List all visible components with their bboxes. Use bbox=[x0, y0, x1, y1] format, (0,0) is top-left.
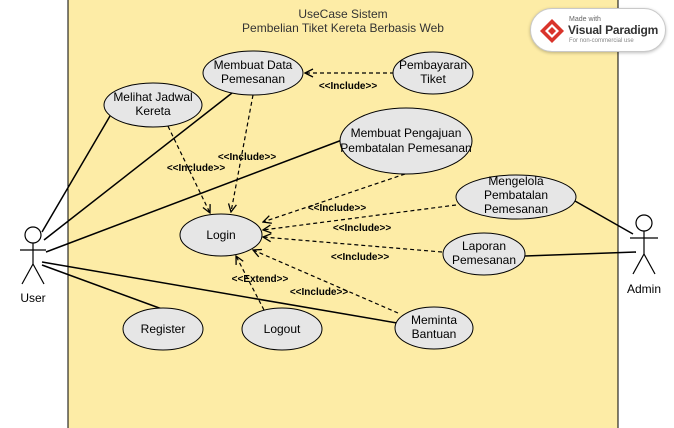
use-case-laporan-pemesanan[interactable]: Laporan Pemesanan bbox=[442, 232, 526, 276]
svg-text:Pembatalan: Pembatalan bbox=[484, 188, 548, 202]
svg-text:Melihat Jadwal: Melihat Jadwal bbox=[113, 90, 192, 104]
visual-paradigm-logo-icon bbox=[540, 19, 564, 43]
diagram-title: UseCase Sistem bbox=[298, 7, 387, 21]
include-label: <<Include>> bbox=[319, 81, 378, 92]
actor-user-label: User bbox=[20, 291, 45, 305]
relationship-labels: <<Include>> <<Include>> <<Include>> <<In… bbox=[167, 81, 392, 298]
include-label: <<Include>> bbox=[290, 287, 349, 298]
include-label: <<Include>> bbox=[167, 163, 226, 174]
use-case-register[interactable]: Register bbox=[122, 307, 204, 351]
actor-user[interactable]: User bbox=[20, 226, 46, 305]
use-case-mengelola-pembatalan-pemesanan[interactable]: Mengelola Pembatalan Pemesanan bbox=[455, 174, 577, 220]
watermark-subtitle: For non-commercial use bbox=[569, 38, 634, 44]
svg-text:Pemesanan: Pemesanan bbox=[484, 202, 548, 216]
use-case-membuat-pengajuan-pembatalan[interactable]: Membuat Pengajuan Pembatalan Pemesanan bbox=[339, 107, 473, 175]
watermark-made-with: Made with bbox=[569, 16, 601, 23]
use-case-meminta-bantuan[interactable]: Meminta Bantuan bbox=[394, 306, 474, 350]
visual-paradigm-watermark[interactable]: Made with Visual Paradigm For non-commer… bbox=[530, 8, 666, 52]
diagram-subtitle: Pembelian Tiket Kereta Berbasis Web bbox=[242, 21, 444, 35]
associations bbox=[41, 92, 637, 324]
svg-text:Membuat Data: Membuat Data bbox=[214, 58, 293, 72]
svg-text:Pembayaran: Pembayaran bbox=[399, 58, 467, 72]
include-label: <<Include>> bbox=[218, 152, 277, 163]
svg-text:Register: Register bbox=[141, 322, 186, 336]
extend-label: <<Extend>> bbox=[232, 274, 289, 285]
svg-text:Pembatalan Pemesanan: Pembatalan Pemesanan bbox=[340, 141, 471, 155]
svg-text:Kereta: Kereta bbox=[135, 104, 171, 118]
svg-text:Mengelola: Mengelola bbox=[488, 174, 544, 188]
include-label: <<Include>> bbox=[331, 252, 390, 263]
svg-text:Tiket: Tiket bbox=[420, 72, 446, 86]
include-label: <<Include>> bbox=[333, 223, 392, 234]
svg-text:Membuat Pengajuan: Membuat Pengajuan bbox=[351, 126, 462, 140]
use-case-logout[interactable]: Logout bbox=[241, 307, 323, 351]
svg-text:Pemesanan: Pemesanan bbox=[221, 72, 285, 86]
actor-admin[interactable]: Admin bbox=[627, 214, 661, 296]
svg-text:Pemesanan: Pemesanan bbox=[452, 253, 516, 267]
use-case-pembayaran-tiket[interactable]: Pembayaran Tiket bbox=[392, 51, 474, 95]
use-case-login[interactable]: Login bbox=[179, 213, 263, 257]
svg-text:Logout: Logout bbox=[264, 322, 301, 336]
include-label: <<Include>> bbox=[308, 203, 367, 214]
svg-text:Bantuan: Bantuan bbox=[412, 327, 457, 341]
use-case-melihat-jadwal-kereta[interactable]: Melihat Jadwal Kereta bbox=[103, 82, 203, 128]
svg-text:Laporan: Laporan bbox=[462, 239, 506, 253]
svg-text:Meminta: Meminta bbox=[411, 313, 457, 327]
actor-admin-label: Admin bbox=[627, 282, 661, 296]
use-case-membuat-data-pemesanan[interactable]: Membuat Data Pemesanan bbox=[202, 50, 304, 96]
watermark-brand: Visual Paradigm bbox=[568, 23, 659, 37]
dependencies bbox=[164, 73, 457, 314]
svg-text:Login: Login bbox=[206, 228, 235, 242]
